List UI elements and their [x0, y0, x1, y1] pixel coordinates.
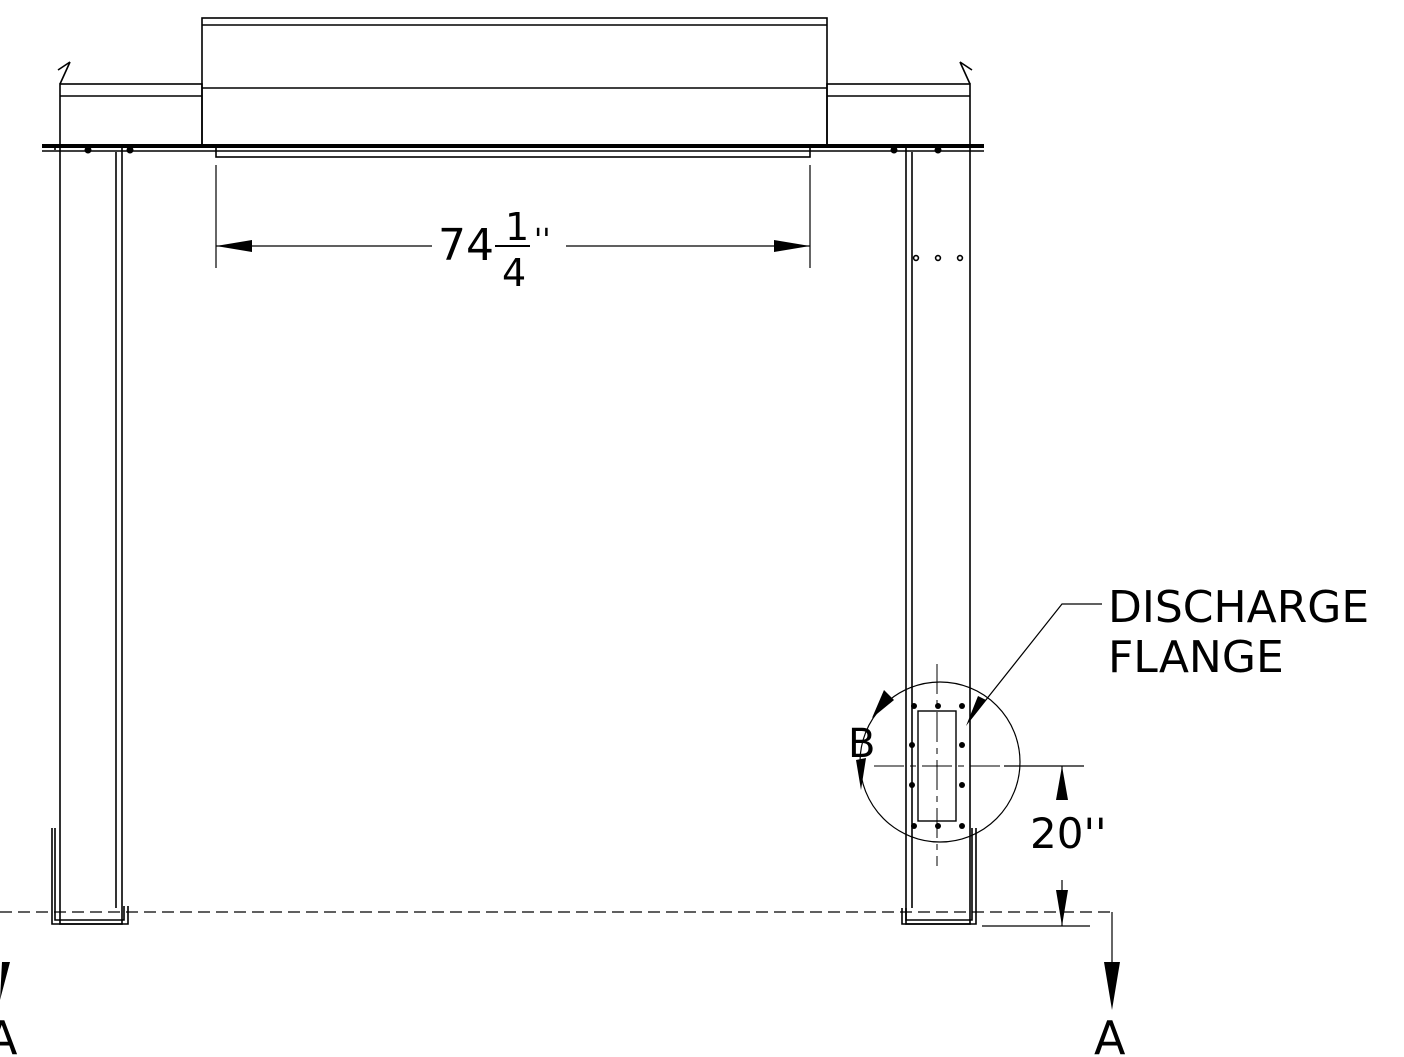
discharge-callout-line2: FLANGE	[1108, 632, 1284, 683]
discharge-leader	[966, 603, 1102, 726]
right-leg	[901, 145, 977, 925]
width-dim-unit: ''	[534, 223, 551, 258]
detail-circle-b	[856, 681, 1021, 843]
height-dim-value: 20''	[1030, 809, 1107, 858]
section-label-left: A	[0, 1011, 18, 1057]
width-dim-whole: 74	[438, 220, 494, 271]
left-leg	[51, 145, 129, 925]
section-label-right: A	[1094, 1011, 1126, 1057]
height-dimension	[982, 765, 1090, 927]
section-line-a	[0, 911, 1120, 1010]
discharge-callout-line1: DISCHARGE	[1108, 582, 1369, 633]
top-housing	[57, 17, 973, 158]
width-dimension	[215, 165, 811, 268]
width-dim-numerator: 1	[505, 205, 529, 249]
width-dim-denominator: 4	[502, 251, 526, 295]
detail-label-b: B	[848, 721, 875, 767]
base-plate	[42, 144, 984, 154]
discharge-flange	[874, 664, 1004, 866]
